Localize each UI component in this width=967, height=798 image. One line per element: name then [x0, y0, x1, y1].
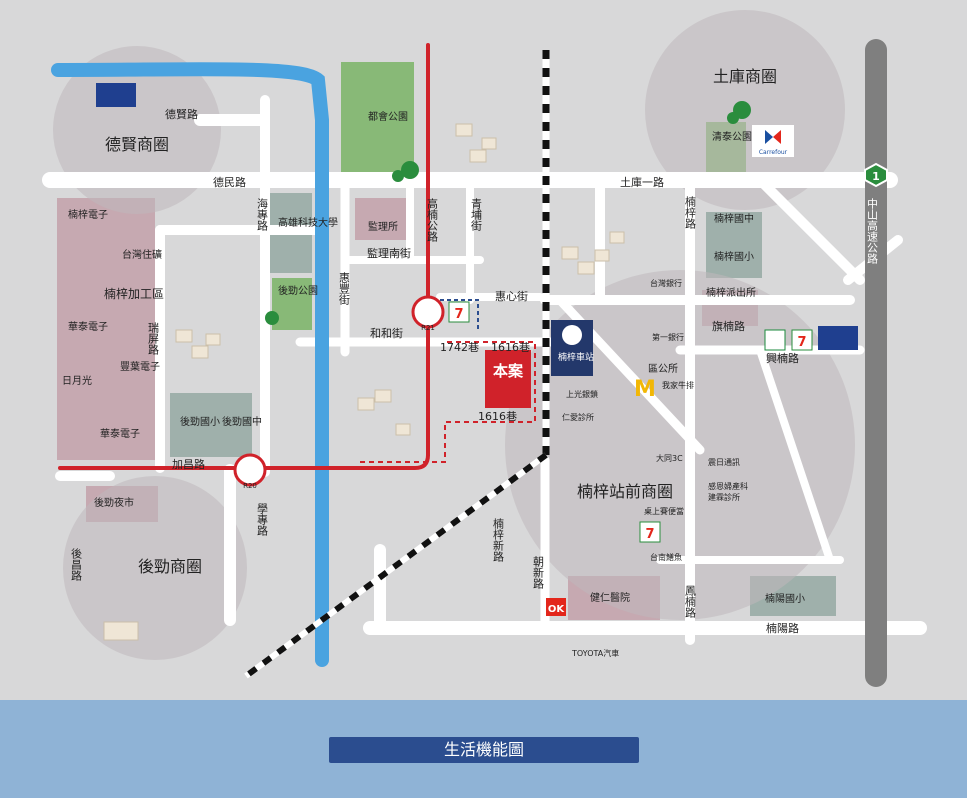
seven-eleven-icon-3: 7 — [639, 521, 661, 543]
road-nanzixin: 楠梓新路 — [492, 517, 505, 563]
place-district-office: 區公所 — [648, 363, 678, 375]
place-kust: 高雄科技大學 — [278, 216, 338, 229]
road-xingnan: 興楠路 — [766, 351, 799, 365]
blue-route-dashes — [440, 299, 479, 330]
svg-text:R20: R20 — [243, 482, 257, 490]
road-qingpu: 青埔街 — [470, 198, 483, 232]
seven-eleven-icon: 7 — [448, 301, 470, 323]
road-fengnan: 鳳楠路 — [684, 585, 697, 619]
place-taiwan-zhuguang: 台灣住礦 — [122, 248, 162, 261]
road-qinan: 旗楠路 — [712, 319, 745, 333]
place-first-bank: 第一銀行 — [652, 332, 684, 342]
project-marker[interactable] — [485, 350, 531, 408]
road-haizhuan: 海專路 — [256, 197, 269, 232]
place-clinic: 健仁醫院 — [590, 591, 630, 604]
road-houchang: 後昌路 — [70, 547, 83, 582]
road-lane1616b: 1616巷 — [478, 410, 517, 423]
place-houjin-park: 後勁公園 — [278, 284, 318, 297]
road-huixin: 惠心街 — [495, 289, 528, 303]
place-nanzi-elem: 楠梓國小 — [714, 250, 754, 263]
road-demin: 德民路 — [213, 175, 246, 189]
tree-icons — [265, 101, 751, 325]
place-night-market: 後勁夜市 — [94, 496, 134, 509]
river — [51, 62, 329, 667]
freeway-shield: 1 — [864, 162, 888, 188]
place-taiwan-bank: 台灣銀行 — [650, 278, 682, 288]
svg-text:M: M — [634, 377, 656, 402]
svg-text:Carrefour: Carrefour — [759, 149, 788, 156]
place-shangguang: 上光銀鎖 — [566, 389, 598, 399]
place-toyota: TOYOTA汽車 — [571, 648, 619, 658]
road-jiachang: 加昌路 — [172, 458, 205, 471]
ok-mart-icon: OK — [546, 598, 566, 616]
vertical-road-labels: 海專路 高楠公路 青埔街 惠豐街 瑞屏路 楠梓路 學專路 後昌路 朝新路 鳳楠路… — [70, 195, 879, 619]
place-renai: 仁愛診所 — [562, 412, 594, 422]
place-jianli: 監理所 — [368, 220, 398, 233]
place-huatai-b: 華泰電子 — [100, 427, 140, 440]
road-freeway: 中山高速公路 — [866, 198, 879, 265]
place-kuaiyi: 桌上賽便當 — [644, 506, 684, 516]
place-nanzi-jh: 楠梓國中 — [714, 212, 754, 225]
carrefour-icon: Carrefour — [752, 125, 794, 157]
mrt-r20-icon[interactable]: R20 — [233, 453, 267, 490]
road-jiannan: 監理南街 — [367, 246, 411, 260]
place-huatai-a: 華泰電子 — [68, 320, 108, 333]
place-nanzi-elec: 楠梓電子 — [68, 208, 108, 221]
place-labels: 楠梓電子 台灣住礦 楠梓加工區 華泰電子 日月光 豐葉電子 華泰電子 後勁夜市 … — [62, 110, 805, 658]
seven-eleven-icon-2: 7 — [791, 329, 813, 351]
road-dexian: 德賢路 — [165, 107, 198, 121]
family-mart-icon — [764, 329, 786, 351]
circle-tuku-label: 土庫商圈 — [713, 67, 777, 86]
place-ganen: 感恩婦產科 — [708, 481, 748, 491]
road-huifeng: 惠豐街 — [338, 271, 351, 306]
svg-text:R21: R21 — [421, 324, 435, 332]
mrt-logo-icon — [96, 83, 858, 350]
road-gaonan: 高楠公路 — [426, 197, 439, 243]
svg-text:7: 7 — [797, 335, 806, 350]
place-wojia: 我家牛排 — [662, 380, 694, 390]
road-lane1742: 1742巷 — [440, 341, 479, 354]
building-clusters — [103, 123, 625, 641]
circle-dexian-label: 德賢商圈 — [105, 135, 169, 154]
place-nanzi-station: 楠梓車站 — [558, 351, 594, 363]
svg-text:7: 7 — [645, 527, 654, 542]
place-police: 楠梓派出所 — [706, 286, 756, 299]
train-icon — [562, 325, 582, 345]
place-nanyang-elem: 楠陽國小 — [765, 592, 805, 605]
place-metro-park: 都會公園 — [368, 110, 408, 123]
road-chaoxin: 朝新路 — [532, 556, 545, 590]
place-jianlin: 建霖診所 — [708, 492, 740, 502]
project-label: 本案 — [493, 362, 524, 380]
road-labels: 德賢路 德民路 土庫一路 監理南街 惠心街 和和街 1742巷 1616巷 16… — [165, 107, 799, 635]
place-houjin-elem: 後勁國小 — [180, 415, 220, 428]
mrt-r21-icon[interactable]: R21 — [411, 295, 445, 332]
place-qingtai-park: 清泰公園 — [712, 130, 752, 143]
road-nanyang: 楠陽路 — [766, 621, 799, 635]
page-title: 生活機能圖 — [329, 737, 639, 763]
road-lane1616a: 1616巷 — [491, 341, 530, 354]
road-ruiping: 瑞屏路 — [147, 321, 160, 356]
road-xuejiang: 學專路 — [256, 503, 269, 537]
place-3c: 大同3C — [656, 453, 683, 463]
place-houjin-jh: 後勁國中 — [222, 415, 262, 428]
place-riyueguang: 日月光 — [62, 374, 92, 387]
road-nanzi: 楠梓路 — [684, 195, 697, 230]
place-fengye: 豐葉電子 — [120, 360, 160, 373]
freeway-number: 1 — [872, 170, 880, 183]
route-dashes — [360, 341, 536, 463]
place-zhenri: 震日通訊 — [708, 457, 740, 467]
circle-station-label: 楠梓站前商圈 — [577, 482, 673, 501]
railway — [244, 50, 550, 679]
mcdonalds-icon: M — [634, 377, 656, 402]
circle-houjin-label: 後勁商圈 — [138, 557, 202, 576]
place-epz: 楠梓加工區 — [104, 286, 164, 301]
svg-text:7: 7 — [454, 307, 463, 322]
road-hehe: 和和街 — [370, 326, 403, 340]
svg-text:OK: OK — [548, 604, 566, 615]
place-tainan-eel: 台南鱔魚 — [650, 552, 682, 562]
road-tuku1: 土庫一路 — [620, 175, 664, 189]
